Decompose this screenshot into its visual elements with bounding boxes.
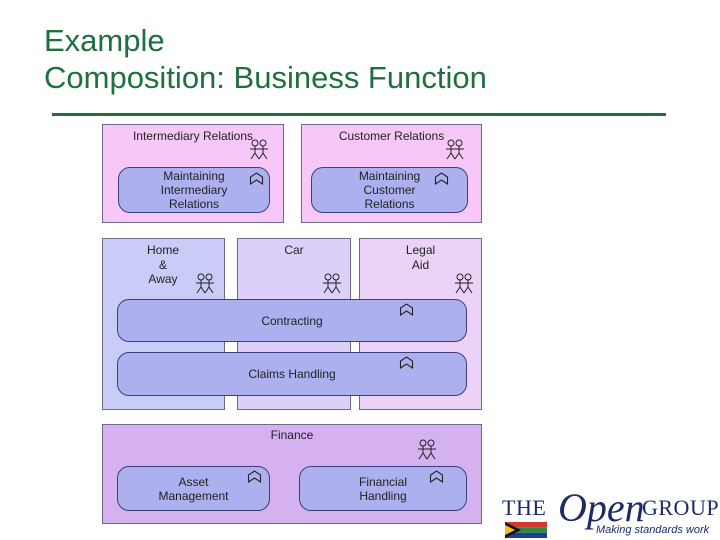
function-icon xyxy=(399,303,414,316)
actor-icon xyxy=(418,439,436,460)
role-label-intermediary: Intermediary Relations xyxy=(132,129,254,143)
role-label-legal-aid: Legal Aid xyxy=(405,243,436,272)
logo-tagline: Making standards work xyxy=(596,524,710,536)
actor-icon xyxy=(446,139,464,160)
function-contracting: Contracting xyxy=(117,299,467,342)
function-label: Maintaining Customer Relations xyxy=(358,169,421,211)
actor-icon xyxy=(196,273,214,294)
title-line-1: Example xyxy=(44,23,165,58)
function-maintaining-customer-relations: Maintaining Customer Relations xyxy=(311,167,468,213)
function-maintaining-intermediary-relations: Maintaining Intermediary Relations xyxy=(118,167,270,213)
role-label-home-away: Home & Away xyxy=(146,243,179,286)
actor-icon xyxy=(250,139,268,160)
slide-title: Example Composition: Business Function xyxy=(44,22,487,96)
function-label: Financial Handling xyxy=(358,474,408,503)
actor-icon xyxy=(455,273,473,294)
function-label: Asset Management xyxy=(158,474,229,503)
logo-open: Open xyxy=(558,485,645,530)
function-icon xyxy=(249,172,264,185)
logo-group: GROUP xyxy=(642,495,720,520)
function-label: Maintaining Intermediary Relations xyxy=(160,169,228,211)
function-financial-handling: Financial Handling xyxy=(299,466,467,511)
function-icon xyxy=(429,470,444,483)
open-group-logo: THE Open GROUP Making standards work xyxy=(500,485,720,540)
logo-the: THE xyxy=(502,495,547,520)
role-label-car: Car xyxy=(284,243,304,257)
actor-icon xyxy=(323,273,341,294)
title-line-2: Composition: Business Function xyxy=(44,60,487,95)
function-icon xyxy=(399,356,414,369)
title-divider xyxy=(52,113,666,116)
role-label-customer: Customer Relations xyxy=(338,129,445,143)
flag-icon xyxy=(505,522,547,538)
function-icon xyxy=(247,470,262,483)
role-label-finance: Finance xyxy=(270,428,314,442)
function-label: Claims Handling xyxy=(248,367,336,381)
function-icon xyxy=(434,172,449,185)
function-asset-management: Asset Management xyxy=(117,466,270,511)
function-claims-handling: Claims Handling xyxy=(117,352,467,396)
function-label: Contracting xyxy=(261,313,323,328)
